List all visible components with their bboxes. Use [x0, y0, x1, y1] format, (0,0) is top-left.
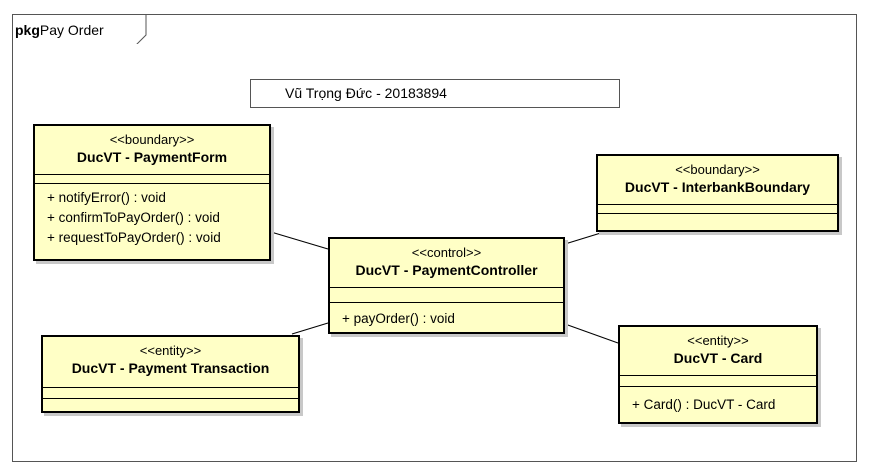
operations-compartment: + notifyError() : void + confirmToPayOrd…	[35, 183, 269, 248]
class-card[interactable]: <<entity>> DucVT - Card + Card() : DucVT…	[618, 325, 818, 424]
package-tab	[136, 14, 147, 44]
class-name: DucVT - PaymentController	[355, 262, 538, 278]
class-payment-controller[interactable]: <<control>> DucVT - PaymentController + …	[328, 237, 565, 334]
class-name: DucVT - Payment Transaction	[71, 360, 270, 376]
association-controller-card	[564, 323, 619, 344]
operation: + Card() : DucVT - Card	[632, 397, 776, 412]
operation: + confirmToPayOrder() : void	[47, 210, 220, 225]
operations-compartment: + payOrder() : void	[330, 302, 563, 329]
class-payment-transaction[interactable]: <<entity>> DucVT - Payment Transaction	[41, 335, 300, 413]
class-stereotype: <<entity>>	[687, 333, 749, 348]
class-name: DucVT - Card	[673, 350, 763, 366]
operations-compartment: + Card() : DucVT - Card	[620, 386, 816, 415]
operation: + notifyError() : void	[47, 190, 166, 205]
attributes-compartment	[598, 204, 837, 213]
association-form-controller	[270, 231, 329, 250]
attributes-compartment	[620, 375, 816, 386]
package-frame	[12, 14, 857, 462]
package-label: pkgPay Order	[15, 22, 104, 38]
association-transaction-controller	[291, 322, 329, 335]
attributes-compartment	[35, 174, 269, 183]
package-name: Pay Order	[39, 22, 104, 38]
class-name: DucVT - PaymentForm	[76, 149, 228, 165]
author-note: Vũ Trọng Đức - 20183894	[250, 79, 620, 108]
author-note-text: Vũ Trọng Đức - 20183894	[285, 85, 447, 101]
class-stereotype: <<boundary>>	[675, 162, 760, 177]
class-payment-form[interactable]: <<boundary>> DucVT - PaymentForm + notif…	[33, 124, 271, 261]
operations-compartment	[598, 213, 837, 222]
class-stereotype: <<control>>	[411, 245, 482, 260]
class-stereotype: <<entity>>	[139, 343, 202, 358]
operation: + requestToPayOrder() : void	[47, 230, 221, 245]
operation: + payOrder() : void	[342, 311, 455, 326]
class-stereotype: <<boundary>>	[109, 132, 195, 147]
association-controller-interbank	[564, 231, 605, 245]
attributes-compartment	[43, 387, 298, 398]
attributes-compartment	[330, 287, 563, 302]
class-interbank-boundary[interactable]: <<boundary>> DucVT - InterbankBoundary	[596, 154, 839, 232]
operations-compartment	[43, 398, 298, 409]
class-name: DucVT - InterbankBoundary	[624, 179, 811, 195]
package-keyword: pkg	[15, 22, 40, 38]
